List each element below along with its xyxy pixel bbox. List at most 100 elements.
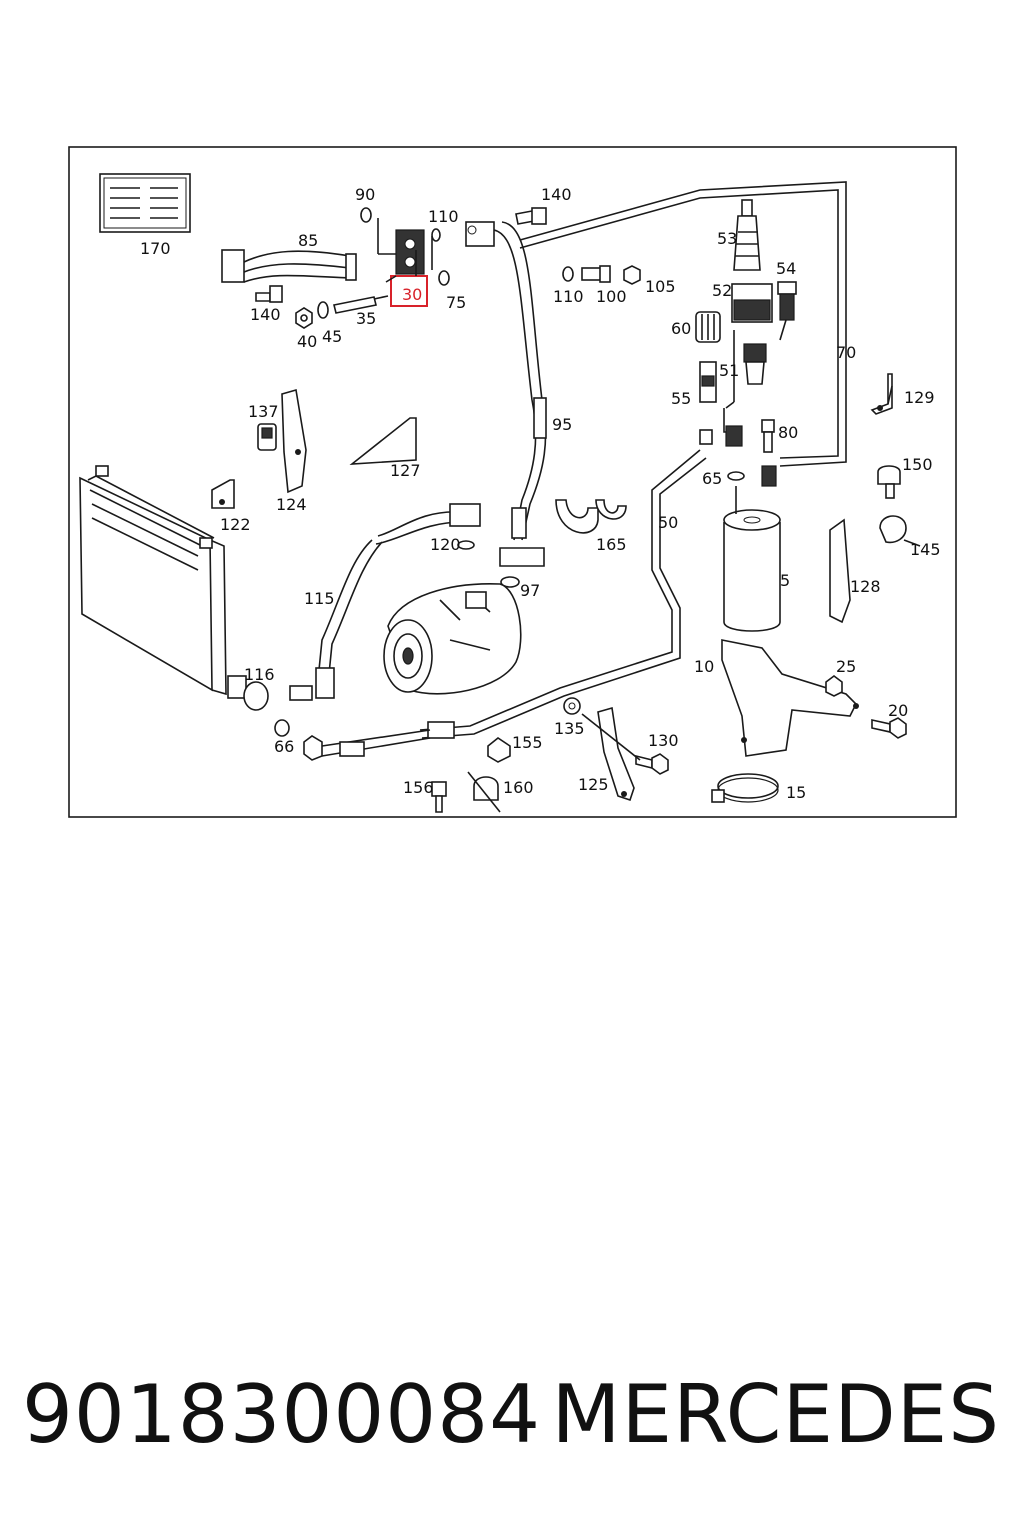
sensor-54 [777,281,797,321]
bracket-127 [349,417,417,465]
brand-name: MERCEDES [551,1368,1000,1461]
label-128: 128 [850,577,881,596]
washer-90 [360,207,372,223]
bolt-140-left [255,285,283,303]
fittings-110-100-105 [562,265,641,285]
valve-55 [699,361,717,403]
label-30: 30 [402,285,422,304]
oring-116 [243,681,269,711]
label-110: 110 [428,207,459,226]
washer-97 [500,576,520,588]
label-165: 165 [596,535,627,554]
oring-66 [274,719,290,737]
pipe-95 [493,221,547,567]
label-60: 60 [671,319,691,338]
label-116: 116 [244,665,275,684]
label-140-top: 140 [541,185,572,204]
bracket-128 [829,518,851,624]
label-90: 90 [355,185,375,204]
washer-135 [563,697,581,715]
label-54: 54 [776,259,796,278]
label-45: 45 [322,327,342,346]
connector-52 [731,283,773,323]
label-156: 156 [403,778,434,797]
label-135: 135 [554,719,585,738]
footer: 9018300084 MERCEDES [0,1360,1024,1470]
diagram-frame [68,146,957,818]
label-95: 95 [552,415,572,434]
block-fitting-top [465,207,547,247]
pressure-switch-53 [733,199,761,271]
bolt-130 [635,753,669,775]
bracket-10 [721,639,859,757]
label-127: 127 [390,461,421,480]
leader-lines [385,250,893,761]
label-140-left: 140 [250,305,281,324]
bracket-124 [281,388,307,494]
washer-45 [317,301,329,319]
label-85: 85 [298,231,318,250]
label-100: 100 [596,287,627,306]
label-80: 80 [778,423,798,442]
label-137: 137 [248,402,279,421]
nut-155 [487,737,511,763]
part-labels: 170 90 110 140 85 140 40 45 35 30 75 110… [140,185,941,802]
washer-65 [727,471,745,481]
washer-75 [438,270,450,286]
bolt-80 [761,419,775,453]
bracket-122 [211,479,235,509]
label-124: 124 [276,495,307,514]
bolt-156 [431,781,447,813]
label-115: 115 [304,589,335,608]
hose-85 [221,249,357,283]
part-number: 9018300084 [22,1368,541,1461]
label-66: 66 [274,737,294,756]
label-52: 52 [712,281,732,300]
label-145: 145 [910,540,941,559]
label-120: 120 [430,535,461,554]
clip-145 [879,515,921,547]
label-170: 170 [140,239,171,258]
label-155: 155 [512,733,543,752]
bracket-125 [597,706,635,802]
condenser [79,465,247,699]
receiver-drier-5 [723,509,781,632]
label-20: 20 [888,701,908,720]
label-70: 70 [836,343,856,362]
label-130: 130 [648,731,679,750]
highlight-box [390,275,428,307]
clamp-160 [467,771,501,813]
label-40: 40 [297,332,317,351]
bracket-129 [870,373,893,415]
nut-25 [825,675,843,697]
document-icon [99,173,191,233]
label-5: 5 [780,571,790,590]
fitting-block-left [699,408,777,487]
label-150: 150 [902,455,933,474]
bracket-137 [257,423,277,451]
pipe-66-fitting [303,729,431,761]
label-10: 10 [694,657,714,676]
nut-40 [295,307,313,329]
label-25: 25 [836,657,856,676]
washer-120 [457,540,475,550]
label-122: 122 [220,515,251,534]
compressor [383,583,522,695]
label-51: 51 [719,361,739,380]
label-35: 35 [356,309,376,328]
label-97: 97 [520,581,540,600]
pipe-50 [419,449,707,739]
clip-150 [877,465,901,499]
label-110-right: 110 [553,287,584,306]
stud-35 [333,295,389,314]
clips-165 [555,499,627,534]
label-125: 125 [578,775,609,794]
expansion-valve-30 [377,218,433,275]
parts-diagram: 170 90 110 140 85 140 40 45 35 30 75 110… [68,146,957,818]
label-55: 55 [671,389,691,408]
label-65: 65 [702,469,722,488]
hose-115 [289,503,481,701]
label-50: 50 [658,513,678,532]
bolt-20 [871,717,907,739]
label-53: 53 [717,229,737,248]
